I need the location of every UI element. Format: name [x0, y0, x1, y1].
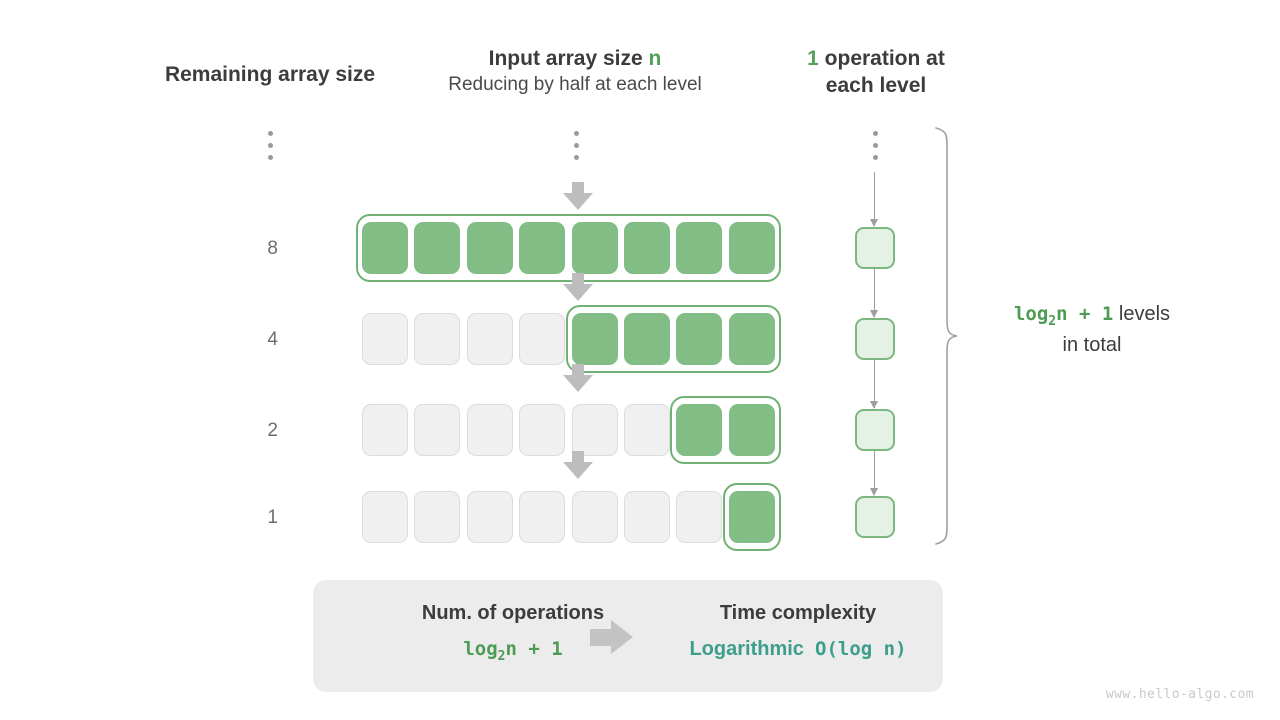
- array-cell-inactive: [466, 404, 513, 456]
- levels-annotation: log2n + 1 levels in total: [972, 300, 1212, 360]
- summary-complexity-title: Time complexity: [719, 602, 877, 624]
- halving-down-arrow-icon: [563, 273, 593, 301]
- array-cell-inactive: [414, 491, 461, 543]
- vertical-ellipsis-icon-right: [870, 131, 880, 167]
- operation-connector-arrow-icon: [868, 451, 881, 496]
- array-cell-active: [676, 222, 723, 274]
- array-cell-active: [414, 222, 461, 274]
- array-cell-inactive: [466, 313, 513, 365]
- input-array-size-label: Input array size n: [395, 46, 755, 73]
- ops-accent-one: 1: [807, 47, 819, 70]
- array-cell-inactive: [362, 491, 408, 543]
- array-cell-active: [728, 313, 775, 365]
- summary-operations-title: Num. of operations: [421, 602, 605, 624]
- active-subarray-outline: [670, 396, 781, 464]
- vertical-ellipsis-icon-middle: [571, 131, 581, 167]
- vertical-ellipsis-icon-left: [265, 131, 275, 167]
- array-row-level-2: [362, 396, 781, 464]
- ops-heading-line2: each level: [825, 73, 927, 97]
- array-cell-active: [624, 313, 670, 365]
- array-cell-inactive: [624, 491, 670, 543]
- array-cell-inactive: [362, 404, 408, 456]
- operation-connector-arrow-icon: [868, 360, 881, 409]
- operation-box-level-1: [855, 496, 895, 538]
- halving-down-arrow-icon: [563, 182, 593, 210]
- active-subarray-outline: [565, 305, 781, 373]
- array-cell-active: [676, 313, 723, 365]
- array-cell-inactive: [571, 404, 618, 456]
- array-cell-active: [466, 222, 513, 274]
- array-cell-active: [362, 222, 408, 274]
- levels-annotation-line2: in total: [1062, 334, 1122, 357]
- summary-operations-column: Num. of operations log2n + 1: [343, 602, 683, 664]
- array-cell-inactive: [624, 404, 670, 456]
- array-cell-active: [624, 222, 670, 274]
- levels-brace-icon: [935, 127, 958, 545]
- array-cell-inactive: [362, 313, 408, 365]
- array-cell-inactive: [676, 491, 723, 543]
- active-subarray-outline: [722, 483, 781, 551]
- levels-annotation-line1: log2n + 1 levels: [972, 300, 1212, 331]
- ops-heading-text: operation at: [818, 47, 945, 70]
- site-watermark: www.hello-algo.com: [1105, 687, 1254, 702]
- column-heading-remaining: Remaining array size: [100, 62, 440, 89]
- array-cell-inactive: [414, 313, 461, 365]
- array-cell-inactive: [571, 491, 618, 543]
- halving-down-arrow-icon: [563, 451, 593, 479]
- complexity-word: Logarithmic: [689, 638, 804, 660]
- row-label-4: 4: [267, 329, 278, 350]
- active-subarray-outline: [356, 214, 781, 282]
- array-cell-active: [728, 491, 775, 543]
- row-label-2: 2: [267, 420, 278, 441]
- summary-operations-value: log2n + 1: [463, 638, 563, 664]
- array-cell-active: [676, 404, 723, 456]
- array-row-level-4: [362, 305, 781, 373]
- remaining-array-size-label: Remaining array size: [164, 63, 376, 86]
- summary-complexity-column: Time complexity Logarithmic O(log n): [668, 602, 928, 661]
- input-subtitle: Reducing by half at each level: [448, 73, 702, 95]
- input-title-accent-n: n: [648, 47, 662, 70]
- complexity-notation: O(log n): [815, 638, 907, 660]
- halving-down-arrow-icon: [563, 364, 593, 392]
- array-cell-inactive: [466, 491, 513, 543]
- ops-heading-line1: 1 operation at: [778, 46, 974, 73]
- operation-box-level-2: [855, 409, 895, 451]
- operation-box-level-8: [855, 227, 895, 269]
- array-row-level-8: [356, 214, 781, 282]
- operation-connector-arrow-icon: [868, 269, 881, 318]
- array-cell-active: [571, 313, 618, 365]
- array-cell-active: [519, 222, 566, 274]
- array-cell-active: [571, 222, 618, 274]
- operation-connector-arrow-icon: [868, 172, 881, 227]
- array-cell-active: [728, 222, 775, 274]
- row-label-8: 8: [267, 238, 278, 259]
- array-cell-inactive: [519, 491, 566, 543]
- levels-word: levels: [1113, 303, 1171, 325]
- array-cell-inactive: [519, 404, 566, 456]
- levels-formula: log2n + 1: [1013, 303, 1114, 329]
- column-heading-input: Input array size n Reducing by half at e…: [395, 46, 755, 97]
- array-cell-inactive: [414, 404, 461, 456]
- summary-complexity-value: Logarithmic O(log n): [668, 638, 928, 661]
- operation-box-level-4: [855, 318, 895, 360]
- array-cell-active: [728, 404, 775, 456]
- row-label-1: 1: [267, 507, 278, 528]
- array-cell-inactive: [519, 313, 566, 365]
- array-row-level-1: [362, 483, 781, 551]
- summary-right-arrow-icon: [590, 620, 638, 654]
- column-heading-operations: 1 operation at each level: [778, 46, 974, 100]
- input-title-text: Input array size: [488, 47, 649, 70]
